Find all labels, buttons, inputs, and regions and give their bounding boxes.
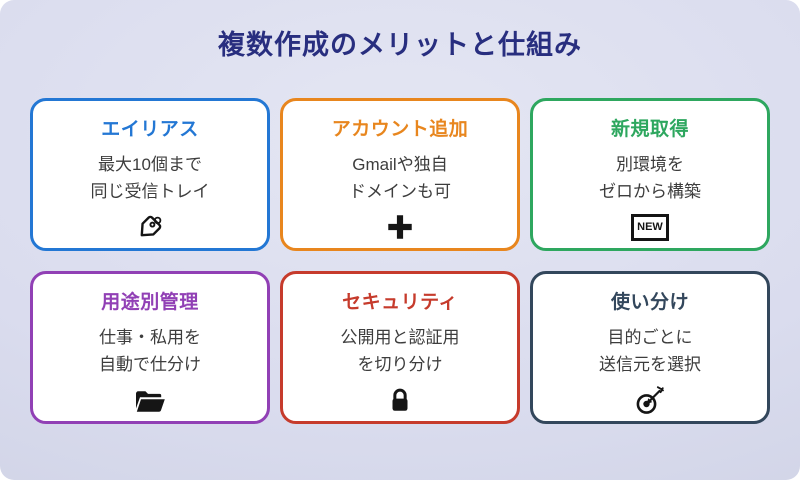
card-new-acquisition-line2: ゼロから構築 — [599, 182, 701, 201]
card-selective-use-body: 目的ごとに 送信元を選択 — [599, 324, 701, 378]
card-selective-use-title: 使い分け — [610, 292, 689, 313]
card-selective-use-line2: 送信元を選択 — [599, 355, 701, 374]
card-security-body: 公開用と認証用 を切り分け — [341, 324, 460, 378]
card-alias-line1: 最大10個まで — [98, 155, 202, 174]
target-dart-icon — [633, 383, 667, 417]
card-grid: エイリアス 最大10個まで 同じ受信トレイ アカウント追加 Gmailや独自 — [0, 98, 800, 424]
card-purpose-management-body: 仕事・私用を 自動で仕分け — [99, 324, 201, 378]
page-title: 複数作成のメリットと仕組み — [218, 30, 582, 60]
card-alias-line2: 同じ受信トレイ — [90, 182, 210, 201]
card-purpose-management-title: 用途別管理 — [101, 292, 199, 313]
card-add-account: アカウント追加 Gmailや独自 ドメインも可 — [280, 98, 520, 251]
plus-icon — [385, 210, 415, 244]
card-add-account-body: Gmailや独自 ドメインも可 — [349, 151, 451, 205]
card-purpose-management: 用途別管理 仕事・私用を 自動で仕分け — [30, 271, 270, 424]
new-badge-icon: NEW — [631, 210, 669, 244]
open-folder-icon — [133, 383, 167, 417]
lock-icon — [385, 383, 415, 417]
card-new-acquisition: 新規取得 別環境を ゼロから構築 NEW — [530, 98, 770, 251]
card-alias-body: 最大10個まで 同じ受信トレイ — [91, 151, 210, 205]
tag-icon — [134, 210, 166, 244]
card-add-account-title: アカウント追加 — [331, 119, 469, 140]
card-security: セキュリティ 公開用と認証用 を切り分け — [280, 271, 520, 424]
card-alias: エイリアス 最大10個まで 同じ受信トレイ — [30, 98, 270, 251]
card-new-acquisition-title: 新規取得 — [610, 119, 689, 140]
card-alias-title: エイリアス — [101, 119, 199, 140]
card-add-account-line2: ドメインも可 — [349, 182, 451, 201]
card-new-acquisition-body: 別環境を ゼロから構築 — [599, 151, 701, 205]
card-selective-use-line1: 目的ごとに — [607, 328, 693, 347]
card-add-account-line1: Gmailや独自 — [352, 155, 448, 174]
card-selective-use: 使い分け 目的ごとに 送信元を選択 — [530, 271, 770, 424]
new-badge-label: NEW — [631, 213, 669, 241]
card-purpose-management-line2: 自動で仕分け — [99, 355, 201, 374]
card-new-acquisition-line1: 別環境を — [616, 155, 684, 174]
card-security-line2: を切り分け — [357, 355, 443, 374]
card-security-line1: 公開用と認証用 — [340, 328, 460, 347]
card-purpose-management-line1: 仕事・私用を — [99, 328, 201, 347]
card-security-title: セキュリティ — [342, 292, 458, 313]
